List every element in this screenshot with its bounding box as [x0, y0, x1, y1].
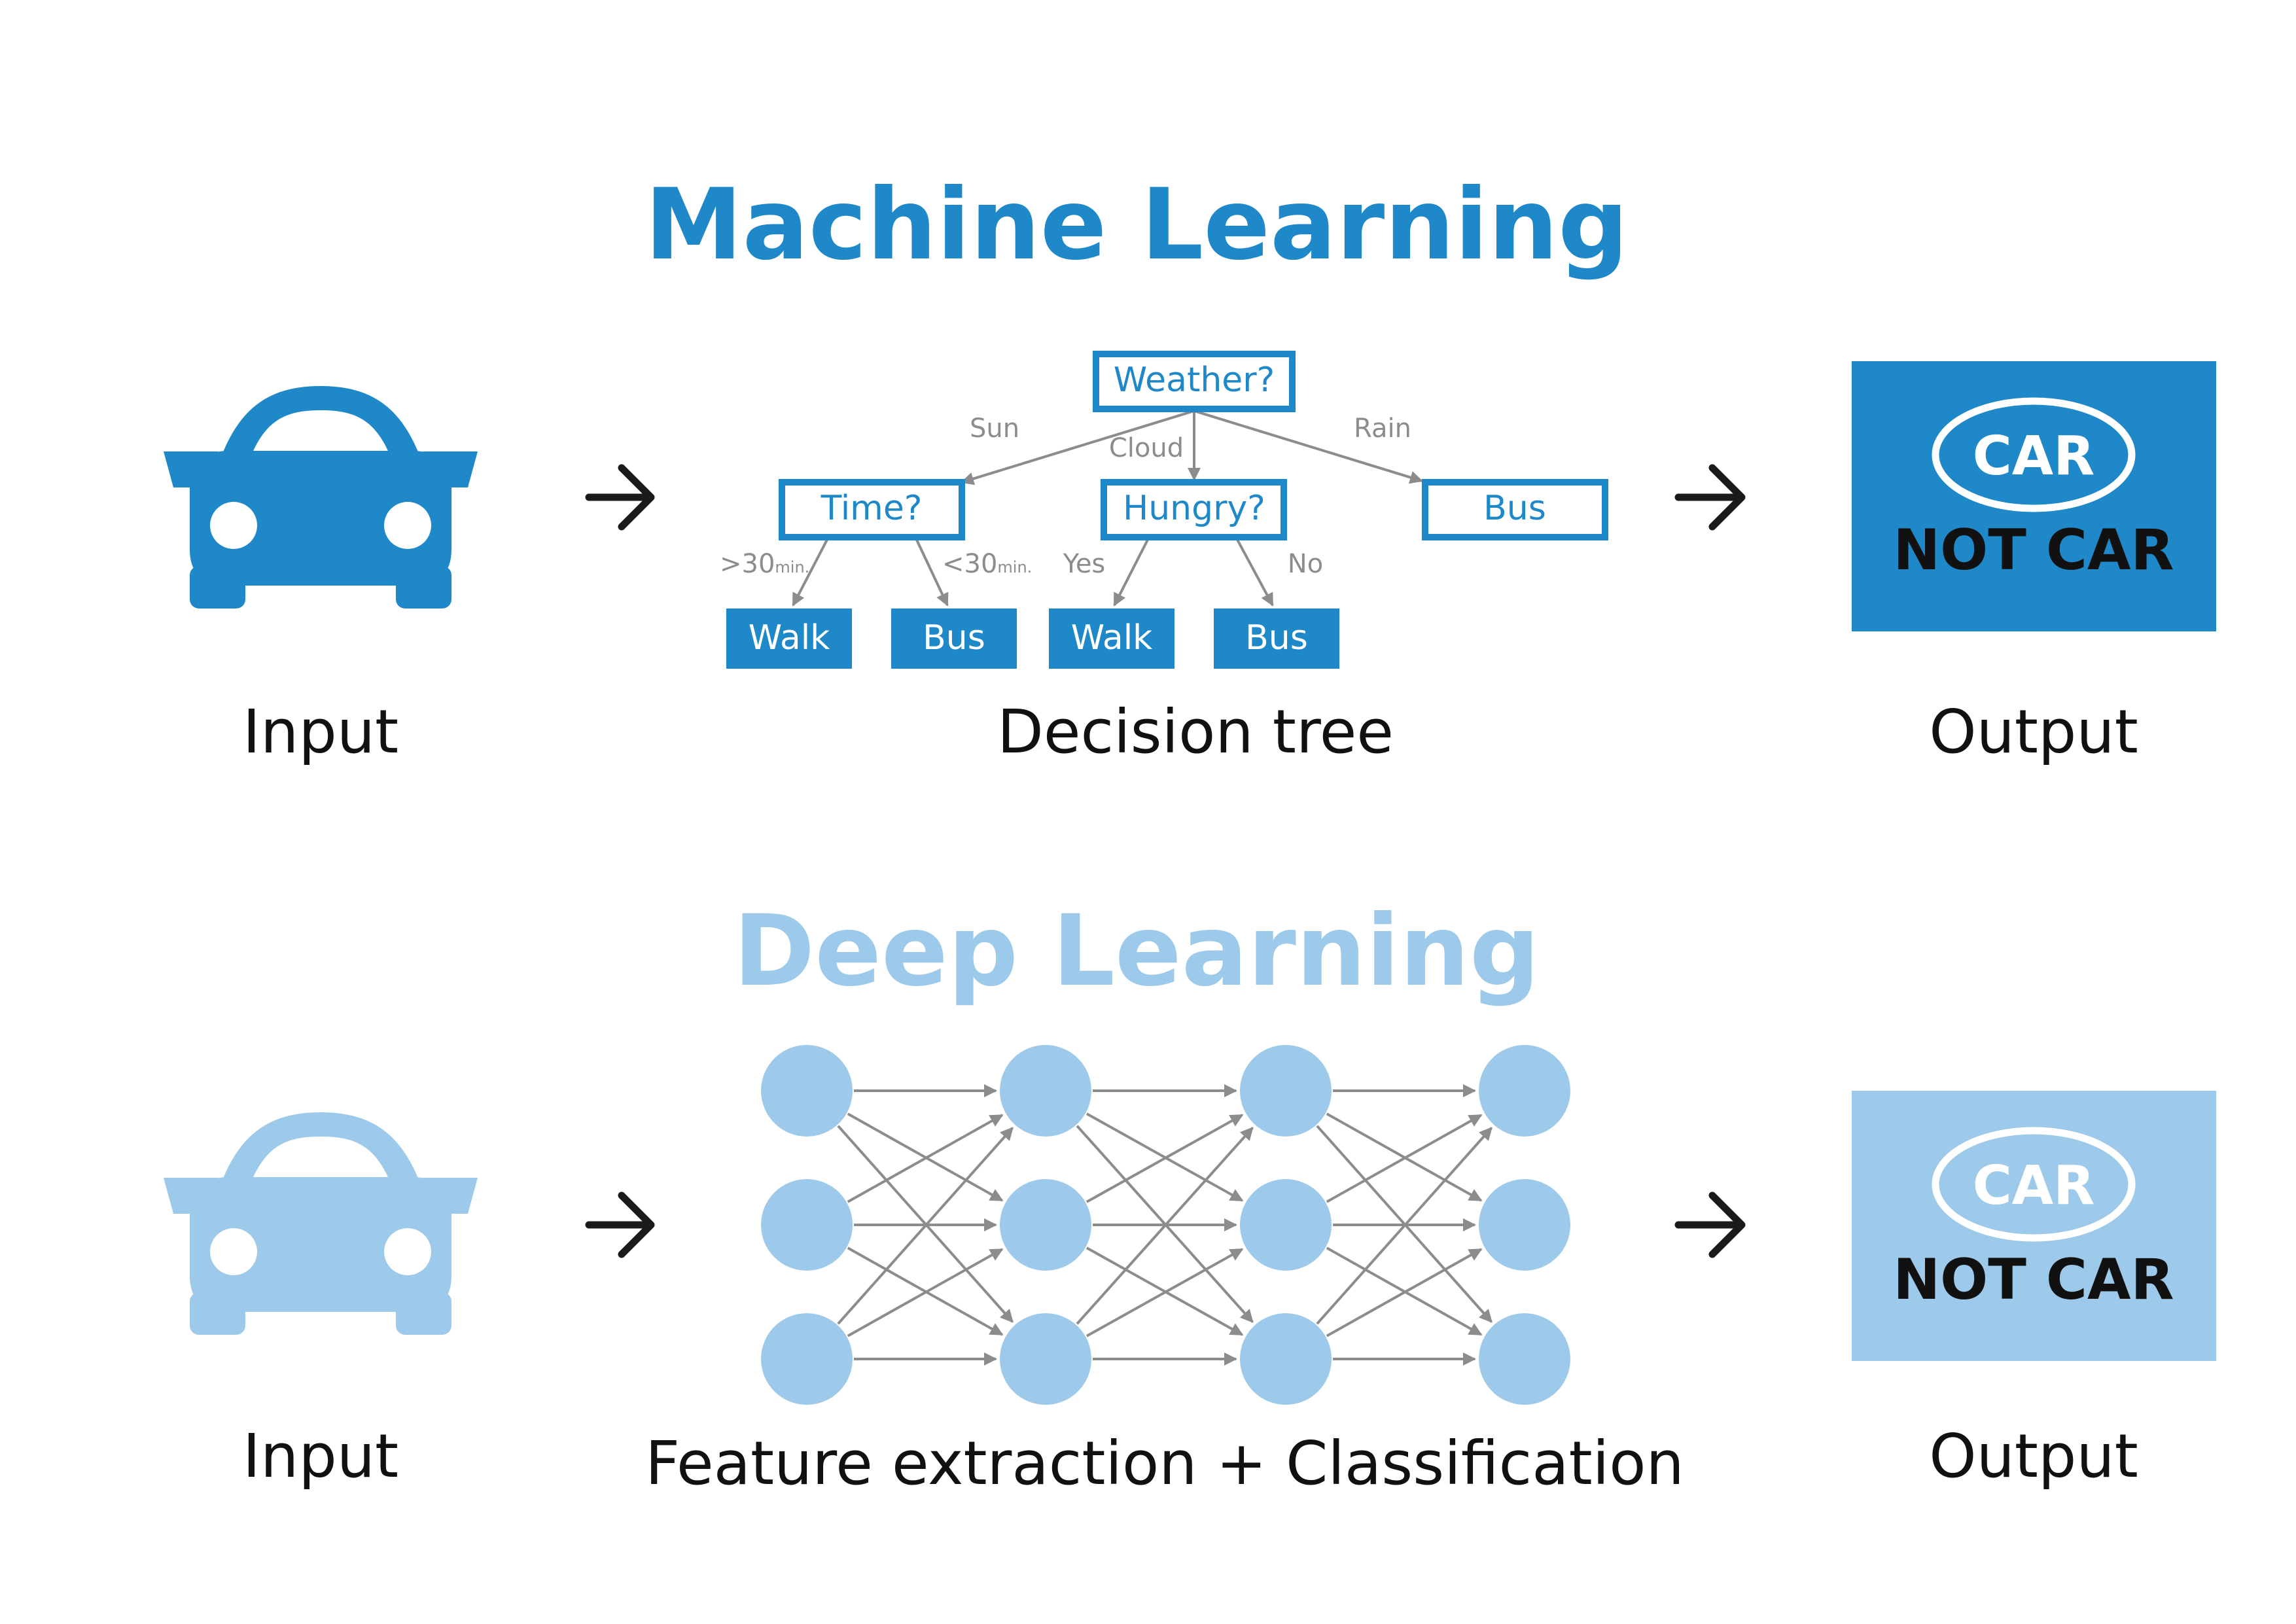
svg-text:Bus: Bus	[923, 618, 985, 658]
network-node-layer-2	[1000, 1179, 1091, 1271]
svg-text:Bus: Bus	[1483, 489, 1546, 528]
tree-leaf-walk-1: Walk	[726, 609, 852, 669]
dl-output-box: CAR NOT CAR	[1852, 1091, 2216, 1361]
tree-leaf-bus-1: Bus	[891, 609, 1017, 669]
network-node-layer-2	[1000, 1045, 1091, 1137]
dl-title: Deep Learning	[733, 894, 1540, 1008]
tree-node-bus-rain: Bus	[1422, 479, 1608, 540]
dl-output-label: Output	[1929, 1421, 2138, 1491]
svg-text:Walk: Walk	[749, 618, 830, 658]
svg-text:Hungry?: Hungry?	[1123, 489, 1265, 528]
ml-output-not-car: NOT CAR	[1893, 518, 2174, 583]
edge-label-no: No	[1288, 549, 1323, 579]
network-node-layer-1	[761, 1045, 853, 1137]
ml-output-box: CAR NOT CAR	[1852, 361, 2216, 631]
network-node-layer-3	[1240, 1179, 1332, 1271]
svg-text:Weather?: Weather?	[1114, 361, 1275, 400]
svg-text:Walk: Walk	[1071, 618, 1153, 658]
decision-tree: Sun Cloud Rain >30min. <30min. Yes No We…	[720, 351, 1608, 669]
car-icon	[164, 1112, 478, 1335]
dl-output-car: CAR	[1973, 1155, 2095, 1217]
ml-process-label: Decision tree	[997, 697, 1394, 767]
network-connection	[837, 1127, 1014, 1325]
tree-node-time: Time?	[779, 479, 965, 540]
network-connection	[847, 1248, 1004, 1337]
dl-input-label: Input	[243, 1421, 398, 1491]
edge-label-lt30: <30min.	[942, 549, 1032, 579]
ml-title: Machine Learning	[645, 168, 1628, 282]
car-icon	[164, 386, 478, 609]
network-node-layer-4	[1479, 1179, 1570, 1271]
network-node-layer-2	[1000, 1313, 1091, 1405]
ml-arrow-right-icon-2	[1674, 464, 1746, 531]
tree-edges	[792, 410, 1423, 607]
network-node-layer-4	[1479, 1313, 1570, 1405]
network-connection	[1076, 1127, 1254, 1325]
machine-learning-section: Machine Learning Input	[164, 168, 2216, 767]
network-connection	[1326, 1248, 1483, 1337]
network-connection	[1316, 1127, 1492, 1325]
dl-arrow-right-icon-2	[1674, 1192, 1746, 1258]
deep-learning-section: Deep Learning Input Feature extraction +…	[164, 894, 2216, 1498]
network-node-layer-3	[1240, 1045, 1332, 1137]
ml-arrow-right-icon-1	[585, 464, 655, 531]
dl-arrow-right-icon-1	[585, 1192, 655, 1258]
ml-output-car: CAR	[1973, 425, 2095, 487]
edge-label-yes: Yes	[1063, 549, 1106, 579]
tree-leaf-walk-2: Walk	[1049, 609, 1174, 669]
network-connection	[847, 1114, 1004, 1203]
network-node-layer-1	[761, 1313, 853, 1405]
ml-input-label: Input	[243, 697, 398, 767]
svg-text:Bus: Bus	[1245, 618, 1308, 658]
edge-label-cloud: Cloud	[1109, 433, 1184, 463]
network-node-layer-1	[761, 1179, 853, 1271]
network-connection	[1086, 1114, 1244, 1203]
tree-node-weather: Weather?	[1093, 351, 1296, 412]
neural-network	[761, 1045, 1570, 1405]
network-node-layer-3	[1240, 1313, 1332, 1405]
network-connection	[1326, 1114, 1483, 1203]
tree-node-hungry: Hungry?	[1101, 479, 1287, 540]
network-connection	[1086, 1248, 1244, 1337]
edge-label-rain: Rain	[1354, 414, 1411, 444]
edge-label-gt30: >30min.	[720, 549, 809, 579]
network-node-layer-4	[1479, 1045, 1570, 1137]
edge-label-sun: Sun	[970, 414, 1019, 444]
tree-leaf-bus-2: Bus	[1214, 609, 1339, 669]
ml-output-label: Output	[1929, 697, 2138, 767]
dl-output-not-car: NOT CAR	[1893, 1247, 2174, 1313]
dl-process-label: Feature extraction + Classification	[645, 1428, 1684, 1498]
svg-text:Time?: Time?	[821, 489, 923, 528]
